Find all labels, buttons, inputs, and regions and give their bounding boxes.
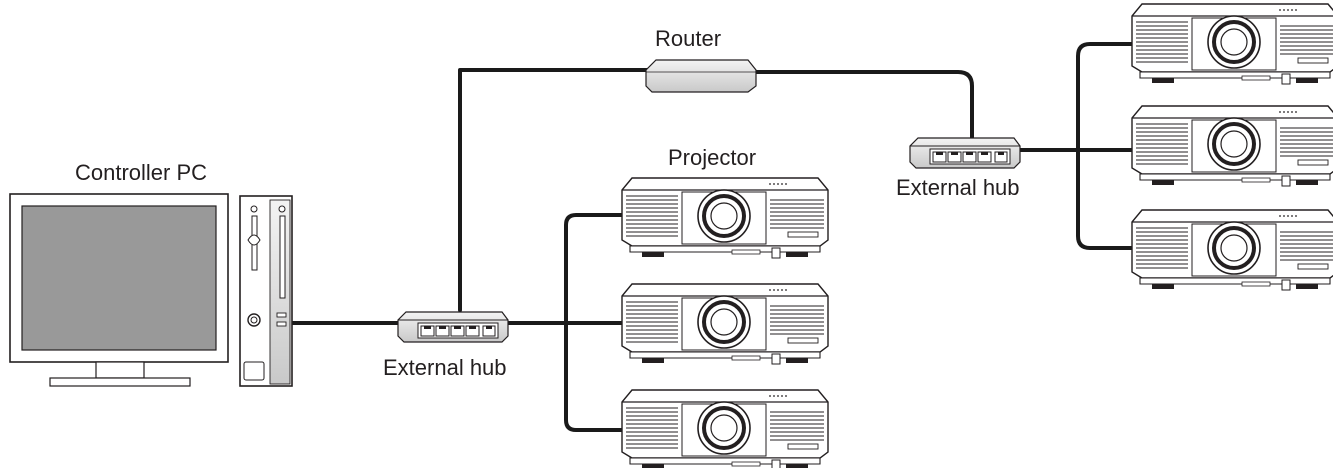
projector-icon-1 <box>620 176 830 260</box>
projector-icon-5 <box>1130 104 1333 188</box>
monitor-icon <box>9 193 229 387</box>
pc-tower-icon <box>239 195 293 387</box>
router-label: Router <box>655 26 722 51</box>
projector-icon-3 <box>620 388 830 468</box>
router-icon <box>645 59 757 93</box>
controller-pc-label: Controller PC <box>75 160 208 185</box>
external-hub-label-left: External hub <box>383 355 507 380</box>
hub-icon-right <box>909 137 1021 169</box>
hub-icon-left <box>397 311 509 343</box>
projector-icon-6 <box>1130 208 1333 292</box>
projector-label: Projector <box>668 145 757 170</box>
cables <box>290 42 1142 432</box>
projector-icon-2 <box>620 282 830 366</box>
projector-icon-4 <box>1130 2 1333 86</box>
external-hub-label-right: External hub <box>896 175 1020 200</box>
